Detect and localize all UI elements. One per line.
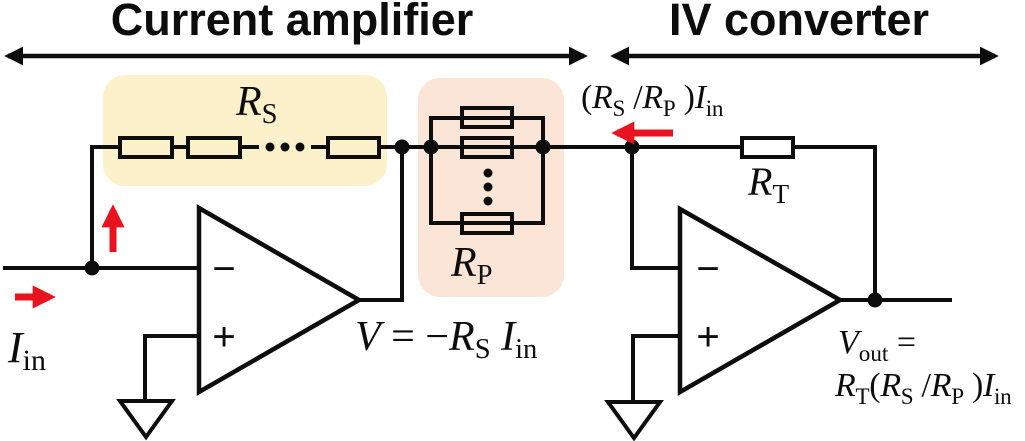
- opamp-1-minus-label: −: [212, 247, 235, 291]
- opamp-1-plus-label: +: [212, 315, 235, 359]
- section-title-iv-converter: IV converter: [669, 0, 929, 45]
- rt-label: RT: [747, 159, 789, 209]
- section-title-current-amplifier: Current amplifier: [111, 0, 474, 45]
- opamp-2-minus-label: −: [696, 247, 719, 291]
- resistor-rs-1: [118, 136, 174, 159]
- ellipsis-dot: [295, 142, 305, 152]
- junction-dot-opamp2-input: [624, 139, 640, 155]
- opamp-2-triangle: [677, 205, 845, 396]
- v-equation-label: V = −RS Iin: [355, 314, 537, 365]
- ground-symbol-1: [116, 399, 176, 441]
- rp-label: RP: [450, 240, 493, 291]
- resistor-rp-top: [460, 106, 514, 129]
- resistor-rt: [740, 136, 795, 159]
- wires: [3, 116, 952, 404]
- opamp-2-plus-label: +: [696, 315, 719, 359]
- resistor-rs-2: [186, 136, 242, 159]
- ellipsis-dot: [280, 142, 290, 152]
- resistor-rs-n: [326, 136, 381, 159]
- series-ellipsis-dots: [265, 142, 305, 152]
- resistor-rp-middle: [460, 136, 514, 159]
- junction-dot-output: [867, 292, 883, 308]
- transfer-current-label: (RS /RP )Iin: [581, 79, 724, 122]
- opamp-1-triangle: [196, 204, 364, 396]
- rs-label: RS: [235, 79, 278, 130]
- resistor-rp-bottom: [460, 212, 514, 235]
- junction-dot-feedback: [394, 139, 410, 155]
- junction-dot-parallel-left: [423, 139, 439, 155]
- junction-dot-parallel-right: [535, 139, 551, 155]
- ellipsis-dot: [265, 142, 275, 152]
- input-current-label: Iin: [7, 323, 46, 377]
- ellipsis-dot: [483, 168, 493, 178]
- ground-symbol-2: [604, 400, 664, 441]
- vout-label-line1: Vout =: [838, 324, 916, 367]
- ellipsis-dot: [483, 196, 493, 206]
- ellipsis-dot: [483, 182, 493, 192]
- vout-label-line2: RT(RS /RP )Iin: [834, 367, 1012, 410]
- resistors: [118, 106, 795, 235]
- parallel-ellipsis-dots: [483, 168, 493, 206]
- junction-dot-input: [84, 260, 100, 276]
